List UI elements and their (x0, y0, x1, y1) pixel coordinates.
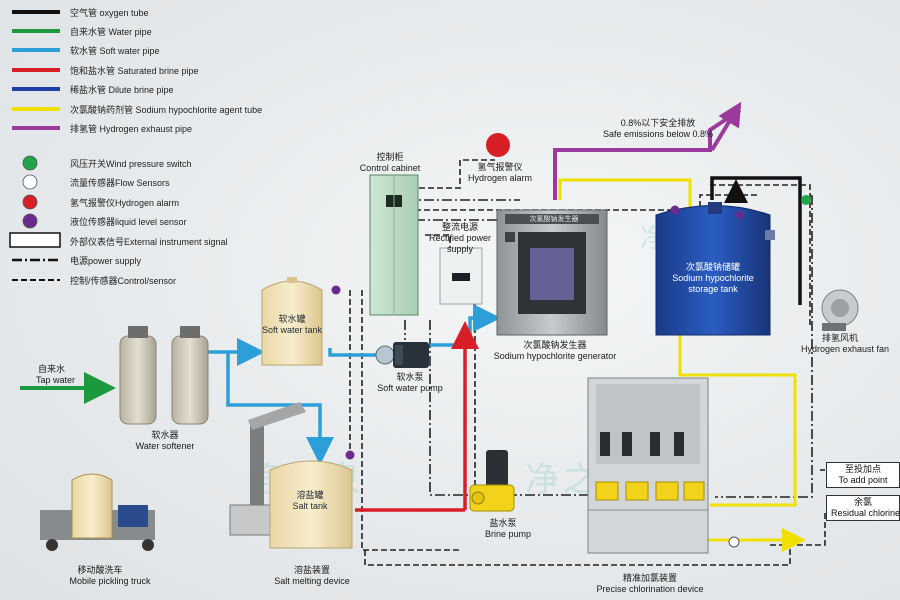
hydrogen-alarm-label-cn: 氢气报警仪 (477, 162, 523, 172)
legend-label: 自来水管 Water pipe (70, 27, 152, 37)
legend-symbols (9, 10, 61, 281)
legend-label: 稀盐水管 Dilute brine pipe (70, 85, 174, 95)
generator-drawing (496, 209, 608, 336)
water-softener-drawing (119, 326, 209, 425)
generator-panel-text: 次氯酸钠发生器 (529, 216, 579, 223)
legend-label: 电源power supply (70, 256, 142, 266)
brine-pump-drawing (469, 450, 515, 512)
dosing-label-cn: 精准加氯装置 (622, 573, 677, 583)
soft-pump-label-en: Soft water pump (377, 383, 443, 393)
legend-label: 风压开关Wind pressure switch (70, 159, 192, 169)
level-sensor-dot (736, 211, 744, 219)
legend-label: 流量传感器Flow Sensors (70, 178, 170, 188)
exhaust-fan-drawing (821, 289, 859, 331)
to-add-point-en: To add point (838, 475, 888, 485)
brine-pump-label-cn: 盐水泵 (489, 518, 517, 528)
residual-chlorine-en: Residual chlorine (831, 508, 900, 518)
legend-label: 饱和盐水管 Saturated brine pipe (70, 66, 199, 76)
air-pipe (710, 176, 802, 305)
salt-tank-label-en: Salt tank (292, 501, 328, 511)
level-sensor-dot (331, 285, 341, 295)
hypochlorite-to-storage (558, 178, 692, 210)
rectified-label-cn: 整流电源 (441, 222, 478, 232)
soft-water-tank-drawing (261, 277, 323, 366)
legend-dot-level-sensor (22, 213, 38, 229)
dosing-label-en: Precise chlorination device (596, 584, 704, 594)
control-cabinet-drawing (369, 174, 419, 316)
pickling-label-en: Mobile pickling truck (69, 576, 151, 586)
dosing-device-drawing (587, 377, 709, 554)
exhaust-fan-label-en: Hydrogen exhaust fan (800, 344, 890, 354)
storage-label-en: Sodium hypochlorite storage tank (672, 273, 754, 294)
exhaust-fan-label-cn: 排氢风机 (821, 333, 858, 343)
hypochlorite-to-dosing (678, 330, 797, 507)
legend-dot-wind-pressure (22, 155, 38, 171)
flow-sensor-dot (728, 536, 740, 548)
control-cabinet-label-cn: 控制柜 (376, 152, 404, 162)
soft-tank-label-en: Soft water tank (261, 325, 323, 335)
softener-label-cn: 软水器 (151, 430, 179, 440)
hydrogen-alarm-label-en: Hydrogen alarm (467, 173, 533, 183)
rectified-power-supply-drawing (439, 247, 483, 305)
legend-label: 排氢管 Hydrogen exhaust pipe (70, 124, 193, 134)
control-cabinet-label-en: Control cabinet (359, 163, 421, 173)
legend-dot-flow-sensor (22, 174, 38, 190)
rectified-label-en: Rectified power supply (428, 233, 492, 254)
legend-label: 软水管 Soft water pipe (70, 46, 160, 56)
pickling-label-cn: 移动酸洗车 (77, 565, 123, 575)
salt-melting-label-en: Salt melting device (274, 576, 350, 586)
to-add-point-cn: 至投加点 (844, 464, 881, 474)
legend-label: 次氯酸钠药剂管 Sodium hypochlorite agent tube (70, 105, 263, 115)
salt-melting-label-cn: 溶盐装置 (293, 565, 330, 575)
level-sensor-dot (345, 450, 355, 460)
emission-label-en: Safe emissions below 0.8% (602, 129, 714, 139)
legend-label: 外部仪表信号External instrument signal (70, 237, 228, 247)
generator-label-en: Sodium hypochlorite generator (493, 351, 617, 361)
salt-tank-label-cn: 溶盐罐 (296, 490, 324, 500)
tap-water-label-cn: 自来水 (38, 364, 66, 374)
salt-tank-drawing (229, 402, 353, 549)
legend-box-external-signal (9, 232, 61, 248)
control-lines (349, 159, 826, 566)
storage-label-cn: 次氯酸钠储罐 (685, 262, 740, 272)
legend-label: 氢气报警仪Hydrogen alarm (70, 198, 180, 208)
soft-tank-label-cn: 软水罐 (278, 314, 306, 324)
pickling-truck-drawing (40, 473, 155, 551)
softener-label-en: Water softener (135, 441, 195, 451)
soft-pump-label-cn: 软水泵 (396, 372, 424, 382)
residual-chlorine-box: 余氯 Residual chlorine (826, 495, 900, 521)
legend-label: 控制/传感器Control/sensor (70, 276, 177, 286)
hydrogen-alarm-dot (486, 133, 510, 157)
brine-pump-label-en: Brine pump (484, 529, 532, 539)
level-sensor-dot (670, 205, 680, 215)
residual-chlorine-cn: 余氯 (853, 497, 872, 507)
emission-label-cn: 0.8%以下安全排放 (620, 118, 696, 128)
generator-label-cn: 次氯酸钠发生器 (523, 340, 587, 350)
legend-label: 空气管 oxygen tube (70, 8, 149, 18)
wind-pressure-dot (801, 195, 811, 205)
legend-dot-hydrogen-alarm (22, 194, 38, 210)
storage-tank-drawing (655, 202, 775, 336)
soft-water-pump-drawing (375, 342, 429, 368)
tap-water-label-en: Tap water (36, 375, 76, 385)
legend-label: 液位传感器liquid level sensor (70, 217, 187, 227)
to-add-point-box: 至投加点 To add point (826, 462, 900, 488)
